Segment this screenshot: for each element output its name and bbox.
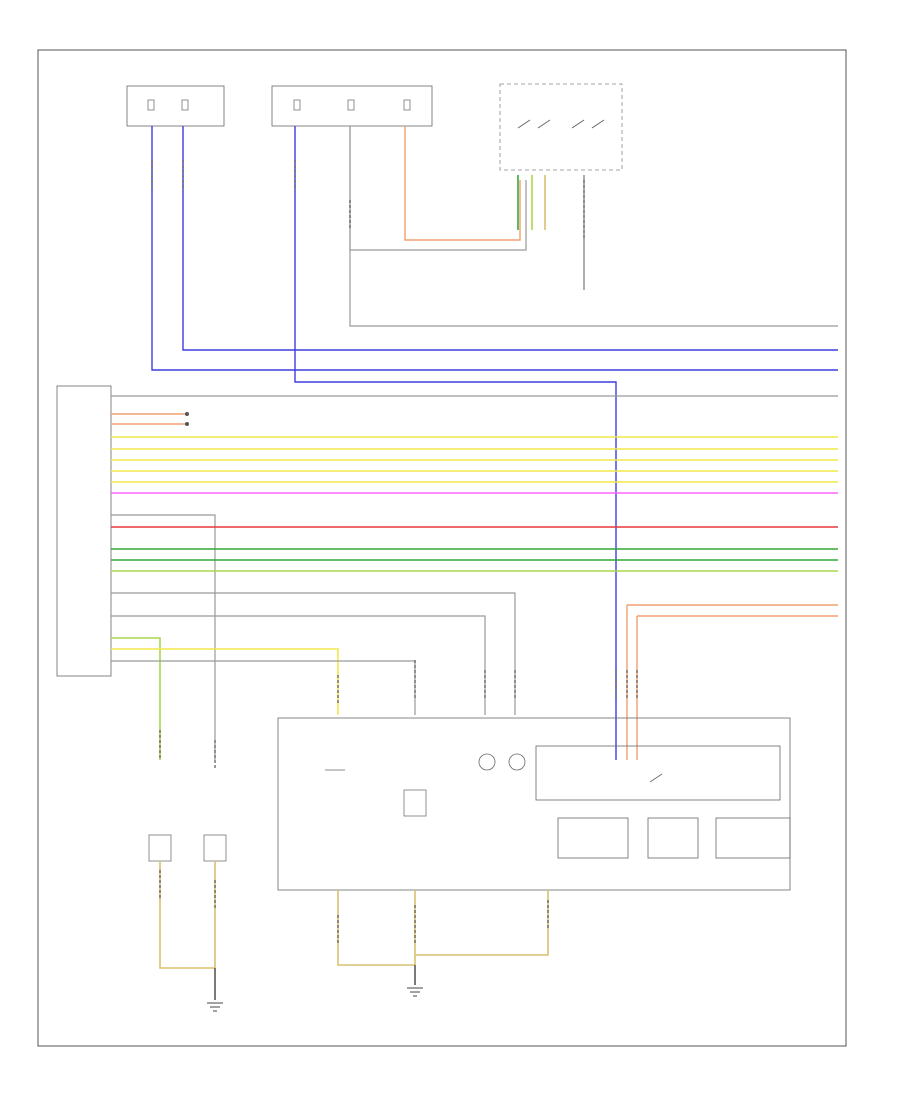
ground-icon bbox=[207, 1002, 223, 1012]
wire-blue-3 bbox=[294, 126, 617, 760]
lamp-icon bbox=[148, 834, 227, 862]
left-control-module bbox=[56, 385, 112, 677]
motor-icon bbox=[478, 753, 526, 771]
wire-gray-1 bbox=[349, 126, 838, 327]
wire-blue-2 bbox=[182, 126, 838, 351]
fuse-icon bbox=[293, 99, 411, 111]
wire-blue-1 bbox=[151, 126, 838, 371]
fuse-box-left bbox=[126, 85, 225, 127]
wire-orange-top bbox=[404, 126, 521, 241]
fuse-icon bbox=[147, 99, 189, 111]
diagram-frame bbox=[37, 49, 847, 1047]
bottom-module bbox=[277, 717, 791, 891]
ground-icon bbox=[407, 987, 423, 997]
switch-icon bbox=[517, 119, 605, 129]
switch-icon bbox=[325, 769, 663, 783]
headlamp-switch-module bbox=[499, 83, 623, 171]
wire-gray-2 bbox=[349, 126, 527, 251]
fuse-box-center bbox=[271, 85, 433, 127]
